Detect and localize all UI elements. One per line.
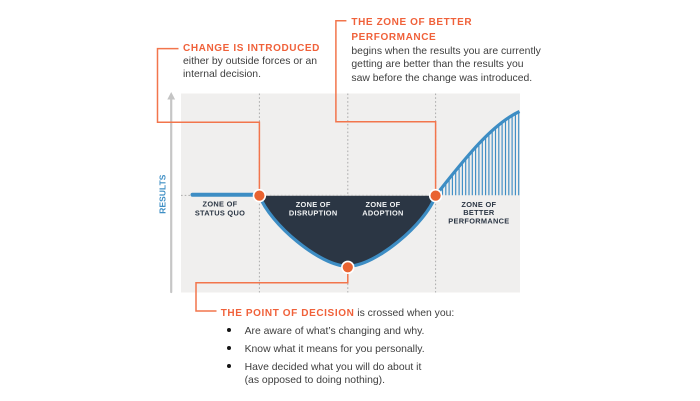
svg-text:ZONE OF: ZONE OF (461, 200, 496, 209)
svg-text:DISRUPTION: DISRUPTION (289, 208, 338, 217)
svg-text:ZONE OF: ZONE OF (296, 200, 331, 209)
svg-text:ADOPTION: ADOPTION (362, 208, 403, 217)
svg-text:ZONE OF: ZONE OF (203, 199, 238, 208)
svg-text:PERFORMANCE: PERFORMANCE (448, 216, 509, 225)
svg-text:STATUS QUO: STATUS QUO (195, 208, 245, 217)
svg-text:RESULTS: RESULTS (158, 174, 168, 213)
svg-text:BETTER: BETTER (463, 208, 495, 217)
svg-text:ZONE OF: ZONE OF (366, 200, 401, 209)
